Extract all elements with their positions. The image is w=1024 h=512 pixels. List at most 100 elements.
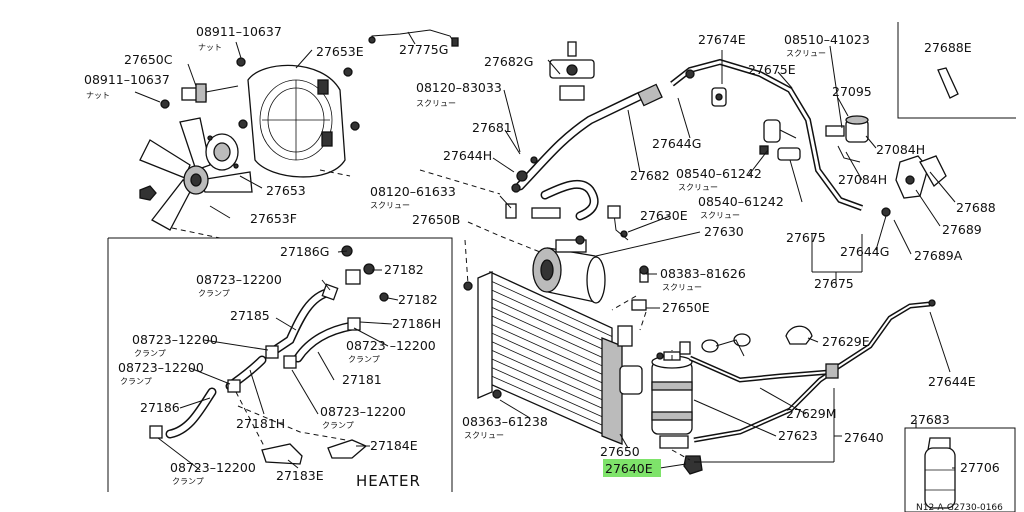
part-label-27650C: 27650C — [124, 52, 173, 67]
part-sub-screw-1: スクリュー — [416, 99, 456, 108]
part-label-27084H-a: 27084H — [876, 142, 925, 157]
condenser-fin — [489, 366, 613, 422]
part-label-27184E: 27184E — [370, 438, 418, 453]
part-label-27186: 27186 — [140, 400, 180, 415]
part-label-27653: 27653 — [266, 183, 306, 198]
part-label-27644H: 27644H — [443, 148, 492, 163]
receiver-drier — [651, 351, 703, 475]
part-sub-clamp-4: クランプ — [120, 377, 152, 386]
part-sub-clamp-6: クランプ — [172, 477, 204, 486]
clamp-parts — [639, 265, 813, 357]
part-label-27674E: 27674E — [698, 32, 746, 47]
part-label-27095: 27095 — [832, 84, 872, 99]
compressor — [532, 235, 606, 304]
condenser-brackets — [463, 281, 647, 399]
part-label-27775G: 27775G — [399, 42, 448, 57]
fan-harness — [368, 29, 459, 47]
part-sub-screw-5: スクリュー — [700, 211, 740, 220]
part-label-27644E: 27644E — [928, 374, 976, 389]
part-label-27644G-top: 27644G — [652, 136, 701, 151]
part-label-08723-12200-c: 08723 –12200 — [346, 338, 436, 353]
ac-pipes — [670, 58, 936, 443]
section-title-heater: HEATER — [356, 472, 421, 490]
part-label-27682: 27682 — [630, 168, 670, 183]
part-label-27650: 27650 — [600, 444, 640, 459]
part-sub-clamp-5: クランプ — [322, 421, 354, 430]
part-label-08540-61242-a: 08540–61242 — [676, 166, 762, 181]
part-label-27182-b: 27182 — [398, 292, 438, 307]
part-label-08540-61242-b: 08540–61242 — [698, 194, 784, 209]
condenser-fin — [489, 323, 613, 380]
part-label-27681: 27681 — [472, 120, 512, 135]
part-label-27688E: 27688E — [924, 40, 972, 55]
part-label-27182-a: 27182 — [384, 262, 424, 277]
part-label-27689: 27689 — [942, 222, 982, 237]
part-label-08723-12200-d: 08723–12200 — [118, 360, 204, 375]
top-right-inset-frame — [897, 22, 1016, 119]
part-label-08120-61633: 08120–61633 — [370, 184, 456, 199]
part-label-27682G: 27682G — [484, 54, 533, 69]
fan-motor — [205, 133, 239, 171]
fan-bolts — [160, 57, 360, 131]
part-sub-nut-left: ナット — [86, 91, 110, 100]
fan-connector — [181, 83, 239, 103]
dashed-guides — [171, 169, 691, 461]
heater-clamps — [149, 245, 389, 465]
part-label-08120-83033: 08120–83033 — [416, 80, 502, 95]
part-label-27630: 27630 — [704, 224, 744, 239]
part-label-08510-41023: 08510–41023 — [784, 32, 870, 47]
part-label-27706: 27706 — [960, 460, 1000, 475]
part-label-08911-10637-left: 08911–10637 — [84, 72, 170, 87]
part-sub-clamp-2: クランプ — [134, 349, 166, 358]
condenser-fin — [489, 314, 613, 371]
part-label-08911-10637-top: 08911–10637 — [196, 24, 282, 39]
part-label-27675: 27675 — [786, 230, 826, 245]
condenser — [477, 270, 623, 445]
receiver-drier-inset — [924, 437, 956, 509]
part-sub-screw-4: スクリュー — [678, 183, 718, 192]
part-sub-screw-7: スクリュー — [464, 431, 504, 440]
part-sub-clamp-1: クランプ — [198, 289, 230, 298]
part-label-27688: 27688 — [956, 200, 996, 215]
part-label-27650B: 27650B — [412, 212, 460, 227]
ac-hoses — [511, 83, 663, 221]
pipe-fittings — [505, 41, 801, 241]
condenser-fin — [489, 331, 613, 388]
part-label-08723-12200-e: 08723–12200 — [320, 404, 406, 419]
part-sub-screw-2: スクリュー — [370, 201, 410, 210]
part-sub-screw-6: スクリュー — [662, 283, 702, 292]
receiver-inset-frame — [904, 427, 1016, 512]
part-label-27640: 27640 — [844, 430, 884, 445]
fan-shroud — [247, 64, 346, 178]
highlight-box — [603, 459, 661, 477]
part-label-27653E: 27653E — [316, 44, 364, 59]
condenser-fin — [489, 375, 613, 430]
part-label-08723-12200-b: 08723–12200 — [132, 332, 218, 347]
part-label-27084H-b: 27084H — [838, 172, 887, 187]
leader-lines — [134, 31, 956, 471]
condenser-fin — [489, 288, 613, 346]
condenser-fin — [489, 349, 613, 405]
heater-section-frame — [107, 237, 453, 492]
condenser-fin — [489, 357, 613, 413]
part-label-27640E: 27640E — [605, 461, 653, 476]
part-label-27185: 27185 — [230, 308, 270, 323]
part-label-27630E: 27630E — [640, 208, 688, 223]
pressure-switch-parts — [825, 115, 869, 163]
part-sub-screw-3: スクリュー — [786, 49, 826, 58]
part-sub-nut-top: ナット — [198, 43, 222, 52]
part-label-08383-81626: 08383–81626 — [660, 266, 746, 281]
part-label-27186H: 27186H — [392, 316, 441, 331]
bracket-parts — [881, 67, 959, 217]
part-label-27186G: 27186G — [280, 244, 329, 259]
part-label-08723-12200-f: 08723–12200 — [170, 460, 256, 475]
part-label-27181: 27181 — [342, 372, 382, 387]
part-label-27683: 27683 — [910, 412, 950, 427]
part-label-27653F: 27653F — [250, 211, 297, 226]
condenser-fin — [489, 340, 613, 397]
part-label-27183E: 27183E — [276, 468, 324, 483]
part-label-27689A: 27689A — [914, 248, 963, 263]
part-label-08723-12200-a: 08723–12200 — [196, 272, 282, 287]
